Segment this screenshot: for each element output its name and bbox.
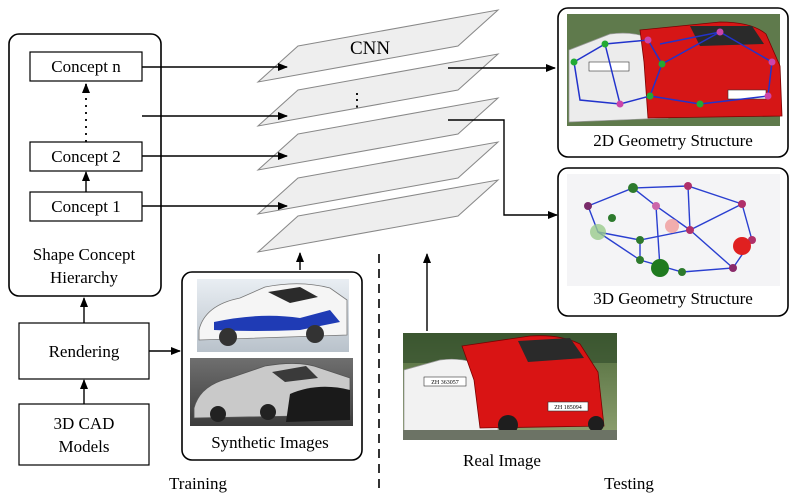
real-plate-right: ZH 185094 [554,405,582,411]
geometry-2d-image [567,14,783,126]
cnn-label: CNN [350,38,390,59]
concept-n-box [29,51,143,82]
cad-models-box [18,403,150,466]
cad-models-label-line2: Models [59,437,110,456]
synthetic-car-render-2 [190,358,353,426]
real-plate-left: ZH 363057 [431,380,459,386]
testing-label: Testing [604,474,654,493]
cnn-layer-4 [256,141,500,215]
concept-1-box [29,191,143,222]
synthetic-images-label: Synthetic Images [211,433,329,452]
real-image-label: Real Image [463,451,541,470]
training-label: Training [169,474,227,493]
cnn-layer-5 [256,179,500,253]
cad-models-label-line1: 3D CAD [54,414,115,433]
concept-2-label: Concept 2 [51,147,120,166]
geometry-3d-image [567,174,780,286]
rendering-label: Rendering [49,342,120,361]
concept-1-label: Concept 1 [51,197,120,216]
cnn-layer-2 [256,53,500,127]
arrow-cnn-to-3d-structure [448,119,558,219]
hierarchy-title-line2: Hierarchy [50,268,118,287]
geometry-2d-label: 2D Geometry Structure [593,131,753,150]
cnn-ellipsis: ⋮ [348,90,366,110]
synthetic-car-render-1 [197,279,349,352]
cnn-layer-3 [256,97,500,171]
cnn-layer-stack [256,9,500,253]
cnn-layer-1 [256,9,500,83]
hierarchy-title-line1: Shape Concept [33,245,136,264]
real-image: ZH 363057 ZH 185094 [403,333,617,440]
concept-n-label: Concept n [51,57,121,76]
geometry-3d-label: 3D Geometry Structure [593,289,753,308]
